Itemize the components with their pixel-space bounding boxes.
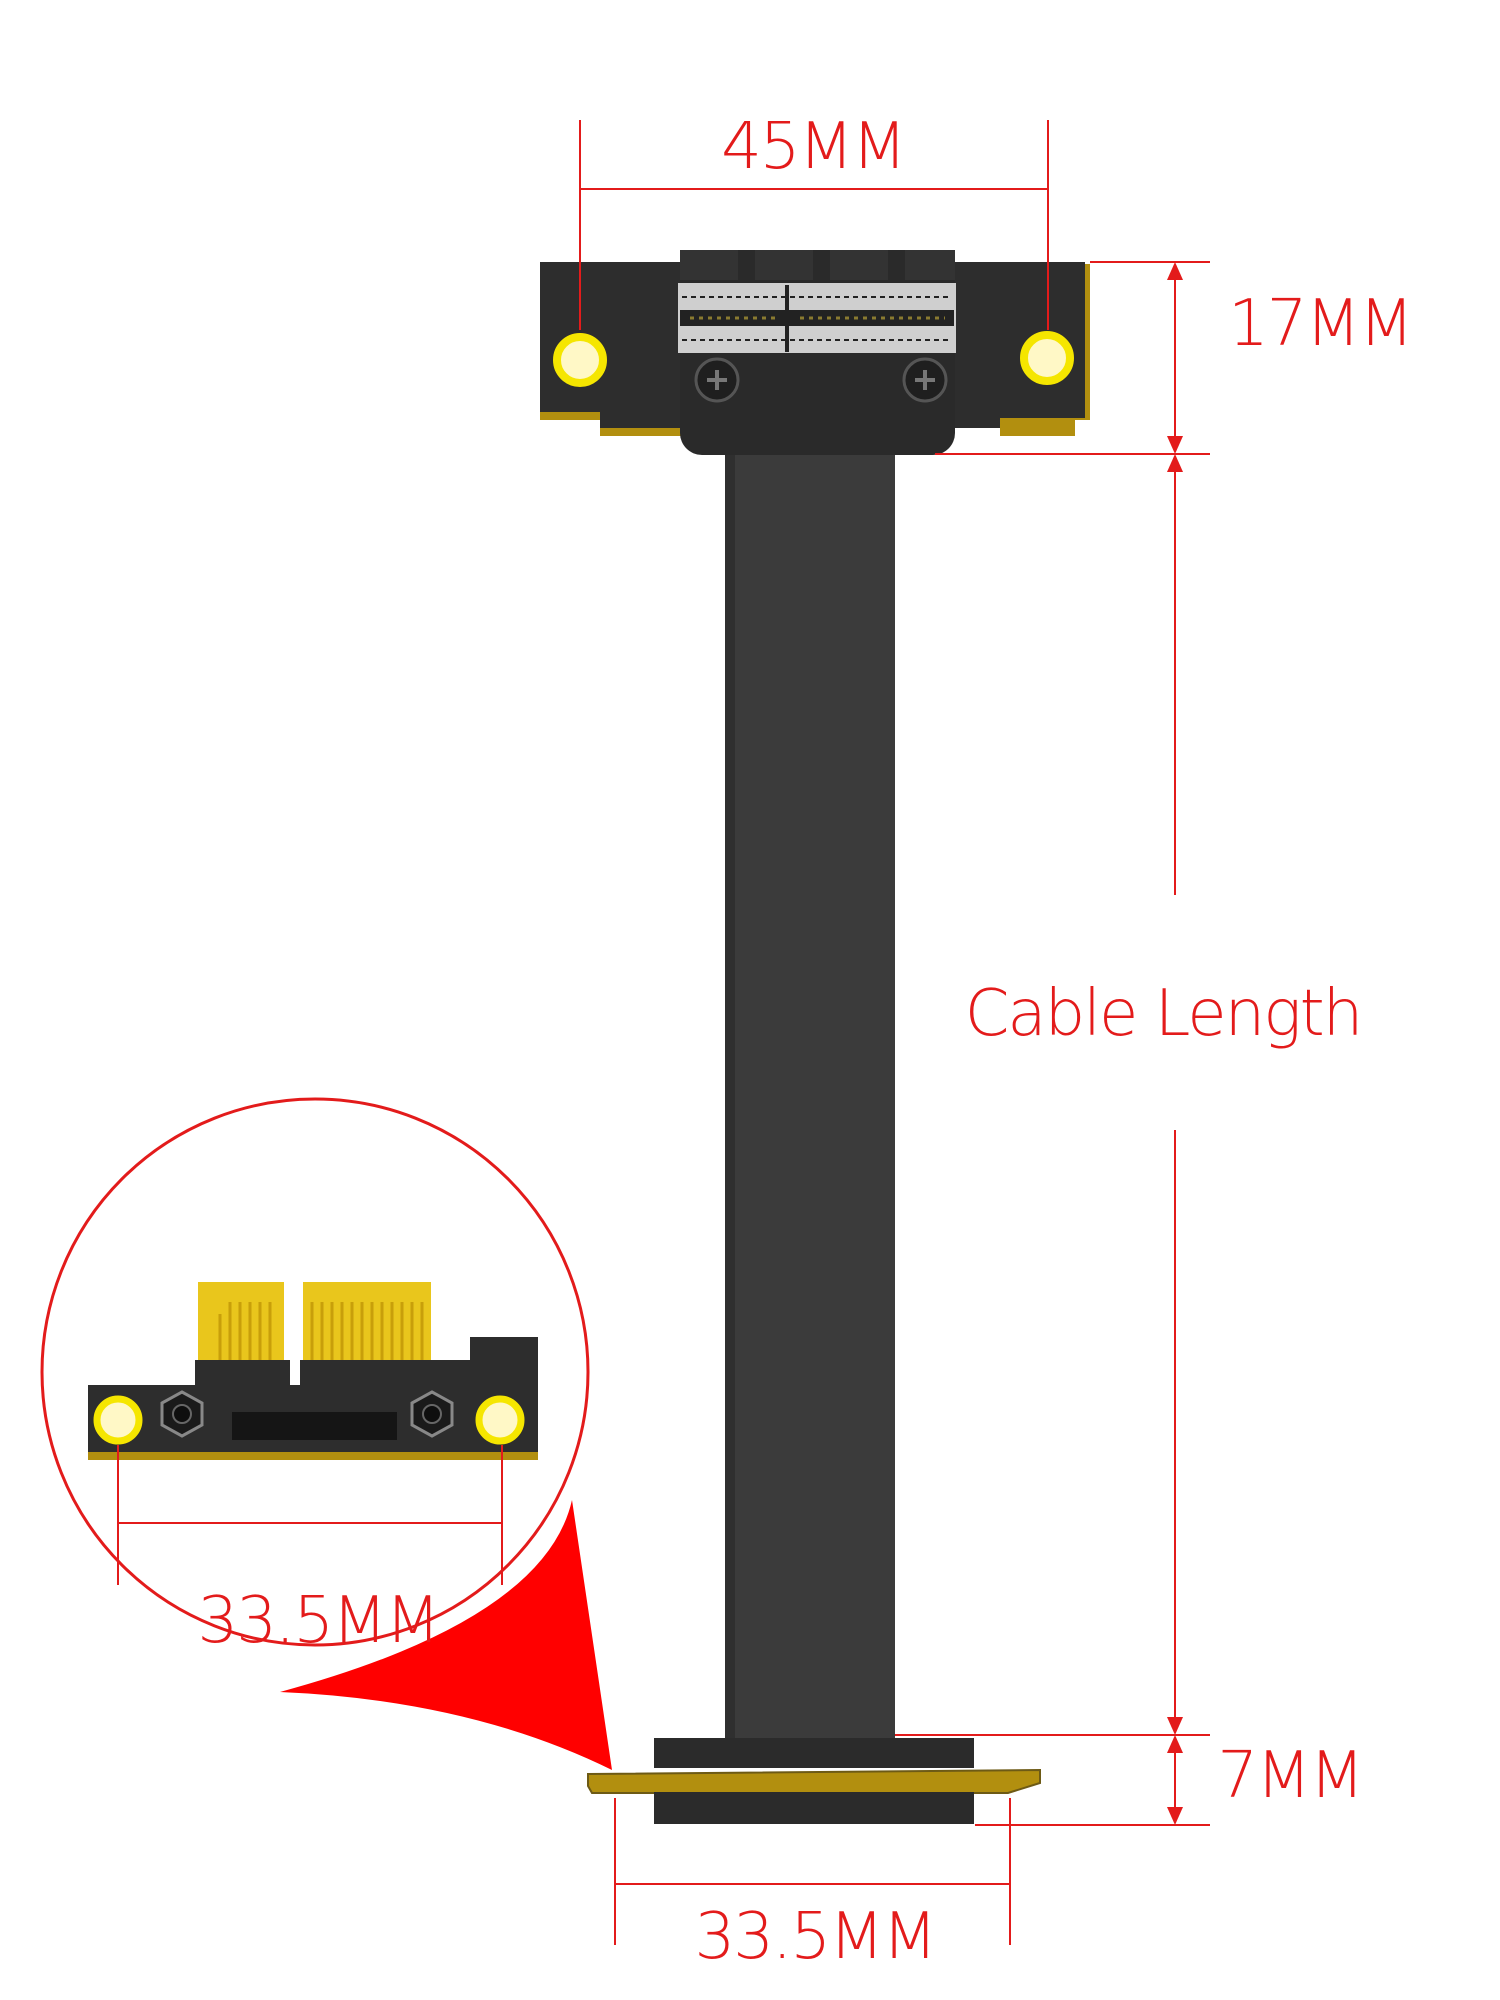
pcie-slot-contacts bbox=[682, 296, 952, 341]
detail-dimension-lines bbox=[117, 1445, 503, 1585]
bottom-connector-base bbox=[654, 1792, 974, 1824]
top-height-label: 17MM bbox=[1228, 287, 1412, 361]
top-connector bbox=[528, 250, 1090, 455]
bottom-connector-housing bbox=[654, 1738, 974, 1768]
detail-width-label: 33.5MM bbox=[198, 1584, 439, 1658]
detail-edge-connector bbox=[88, 1282, 538, 1460]
gold-finger-block-2 bbox=[303, 1282, 431, 1364]
detail-connector-window bbox=[232, 1412, 397, 1440]
top-tab-1 bbox=[680, 250, 738, 280]
mounting-hole-icon bbox=[1020, 331, 1074, 385]
mounting-hole-icon bbox=[93, 1395, 143, 1445]
screw-icon bbox=[902, 357, 948, 403]
hex-nut-icon bbox=[160, 1390, 204, 1438]
bottom-pcb-gold-edge bbox=[587, 1768, 1041, 1794]
magnified-detail-callout bbox=[40, 1097, 612, 1770]
bottom-width-label: 33.5MM bbox=[695, 1900, 936, 1974]
flat-ribbon-cable bbox=[725, 440, 895, 1740]
pcie-slot-gap bbox=[680, 310, 954, 326]
bottom-height-label: 7MM bbox=[1217, 1739, 1362, 1813]
top-width-label: 45MM bbox=[721, 110, 905, 184]
top-tab-2 bbox=[755, 250, 813, 280]
top-tab-4 bbox=[905, 250, 955, 280]
dimension-arrowheads bbox=[1167, 262, 1183, 1825]
hex-nut-icon bbox=[410, 1390, 454, 1438]
callout-pointer bbox=[280, 1500, 612, 1770]
bottom-connector bbox=[587, 1738, 1041, 1824]
screw-icon bbox=[694, 357, 740, 403]
gold-finger-lines bbox=[218, 1302, 424, 1360]
mounting-hole-icon bbox=[475, 1395, 525, 1445]
dimension-lines bbox=[579, 120, 1210, 1945]
mounting-hole-icon bbox=[553, 333, 607, 387]
cable-shading bbox=[725, 440, 735, 1740]
cable-length-label: Cable Length bbox=[965, 977, 1362, 1051]
detail-pcb-gold-edge bbox=[88, 1452, 538, 1460]
top-tab-3 bbox=[830, 250, 888, 280]
